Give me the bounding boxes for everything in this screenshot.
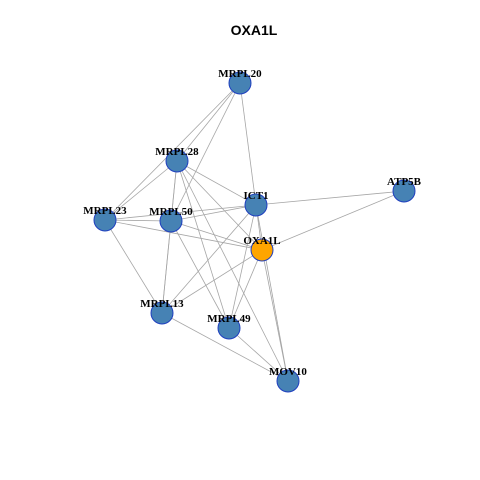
node-mrpl50[interactable] xyxy=(159,209,183,233)
node-label-oxa1l: OXA1L xyxy=(243,235,280,247)
node-mrpl49[interactable] xyxy=(217,316,241,340)
edge-mrpl23-oxa1l xyxy=(104,219,263,251)
node-label-mrpl50: MRPL50 xyxy=(149,206,193,218)
edge-mrpl23-mrpl13 xyxy=(104,219,163,314)
node-mrpl28[interactable] xyxy=(165,149,189,173)
edge-mrpl28-oxa1l xyxy=(176,160,263,251)
edge-mrpl28-mov10 xyxy=(176,160,289,382)
edge-ict1-mov10 xyxy=(255,204,289,382)
edge-mrpl28-mrpl23 xyxy=(104,160,178,221)
edge-mrpl20-mrpl50 xyxy=(170,82,241,222)
edge-layer xyxy=(104,82,405,382)
node-label-atp5b: ATP5B xyxy=(387,176,422,188)
node-atp5b[interactable] xyxy=(392,179,416,203)
edge-mrpl20-ict1 xyxy=(239,82,257,206)
node-oxa1l[interactable] xyxy=(250,238,274,262)
edge-mrpl28-mrpl49 xyxy=(176,160,230,329)
edge-ict1-mrpl13 xyxy=(161,204,257,314)
node-layer xyxy=(93,71,416,393)
edge-mrpl50-ict1 xyxy=(170,204,257,222)
edge-mrpl20-mrpl28 xyxy=(176,82,241,162)
edge-mrpl50-mrpl49 xyxy=(170,220,230,329)
edge-atp5b-oxa1l xyxy=(261,190,405,251)
node-label-ict1: ICT1 xyxy=(243,190,268,202)
node-mov10[interactable] xyxy=(276,369,300,393)
node-label-mrpl49: MRPL49 xyxy=(207,313,251,325)
node-label-mrpl13: MRPL13 xyxy=(140,298,184,310)
edge-mrpl23-ict1 xyxy=(104,204,257,221)
node-mrpl23[interactable] xyxy=(93,208,117,232)
node-mrpl13[interactable] xyxy=(150,301,174,325)
edge-oxa1l-mov10 xyxy=(261,249,289,382)
node-ict1[interactable] xyxy=(244,193,268,217)
edge-mrpl49-mov10 xyxy=(228,327,289,382)
edge-ict1-mrpl49 xyxy=(228,204,257,329)
edge-mrpl13-mov10 xyxy=(161,312,289,382)
graph-title: OXA1L xyxy=(231,22,278,38)
edge-mrpl50-mrpl13 xyxy=(161,220,172,314)
node-label-mrpl20: MRPL20 xyxy=(218,68,262,80)
edge-oxa1l-mrpl13 xyxy=(161,249,263,314)
node-label-mov10: MOV10 xyxy=(269,366,307,378)
node-mrpl20[interactable] xyxy=(228,71,252,95)
node-label-mrpl28: MRPL28 xyxy=(155,146,199,158)
edge-oxa1l-mrpl49 xyxy=(228,249,263,329)
edge-ict1-atp5b xyxy=(255,190,405,206)
node-label-mrpl23: MRPL23 xyxy=(83,205,127,217)
edge-mrpl28-ict1 xyxy=(176,160,257,206)
